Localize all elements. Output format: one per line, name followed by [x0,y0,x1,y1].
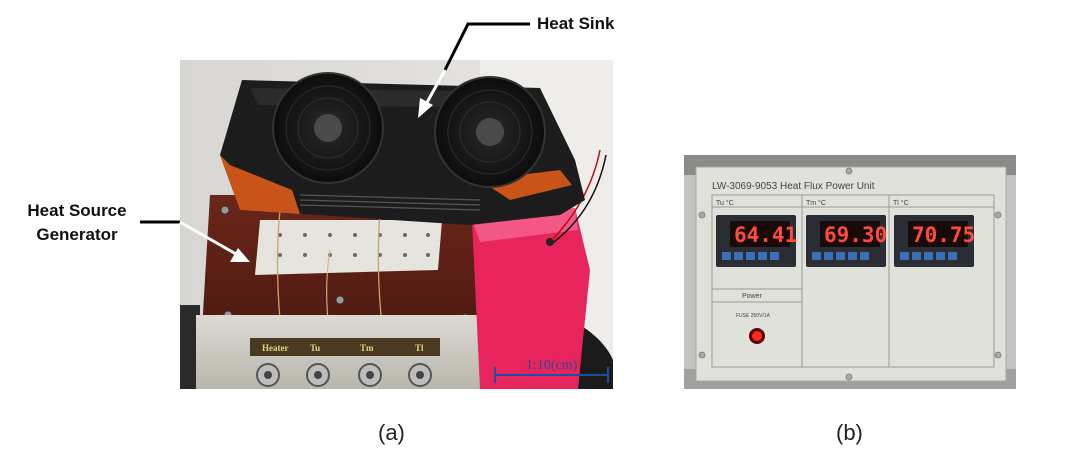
heat-sink-arrow [423,69,447,107]
bnc-connectors [256,363,432,387]
meter-reading-tu: 64.41 [734,223,797,247]
scale-bar-text: 1:10(cm) [526,358,578,373]
temperature-meter-tm: 69.30 [806,215,887,267]
terminal-label-tl: Tl [415,343,424,353]
panel-sections [711,194,995,368]
meter-reading-tl: 70.75 [912,223,975,247]
terminal-label-tu: Tu [310,343,320,353]
panel-title: LW-3069-9053 Heat Flux Power Unit [712,181,875,192]
channel-label-tm: Tm °C [806,199,826,207]
heat-sink-accent [220,155,300,214]
heat-source-label-line2: Generator [36,225,118,244]
terminal-strip [250,338,440,356]
fuse-label: FUSE 250V/1A [736,313,771,319]
heat-sink-fans [272,72,546,188]
setup-photo: Heater Tu Tm Tl [180,60,613,389]
heat-source-label: Heat Source Generator [18,199,136,247]
insulation-foam [472,208,590,389]
subfigure-label-a: (a) [378,420,405,445]
heat-sink-label: Heat Sink [537,14,615,33]
heat-sink-leader-line [443,22,530,71]
terminal-label-tm: Tm [360,343,374,353]
power-unit-photo: LW-3069-9053 Heat Flux Power Unit Tu °C … [684,155,1016,389]
power-label: Power [742,293,763,300]
terminal-label-heater: Heater [262,343,288,353]
subfigure-label-b: (b) [836,420,863,445]
channel-label-tu: Tu °C [716,199,734,207]
aluminum-plate [255,220,442,275]
meter-reading-tm: 69.30 [824,223,887,247]
heat-source-arrow [179,220,237,256]
temperature-meter-tu: 64.41 [716,215,797,267]
heat-source-label-line1: Heat Source [27,201,127,220]
temperature-meter-tl: 70.75 [894,215,975,267]
setup-photo-illustration: Heater Tu Tm Tl [180,60,613,389]
front-panel [695,166,1007,382]
power-unit-illustration: LW-3069-9053 Heat Flux Power Unit Tu °C … [684,155,1016,389]
channel-label-tl: Tl °C [893,199,909,207]
scale-bar: 1:10(cm) [494,358,609,383]
